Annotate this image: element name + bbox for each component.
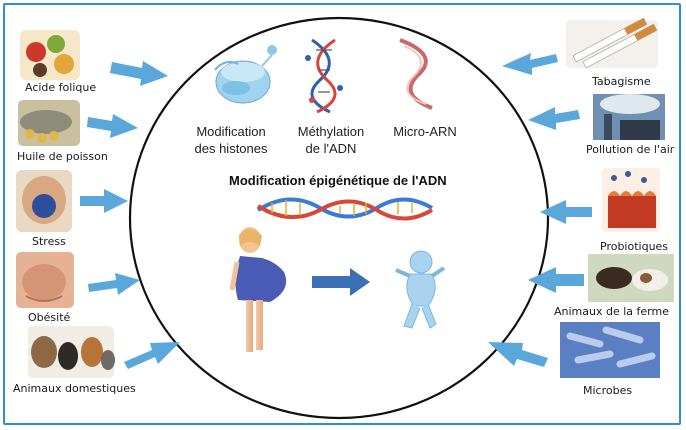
food-icon bbox=[20, 30, 80, 80]
mechanism-histones-line2: des histones bbox=[194, 141, 268, 156]
outer-frame bbox=[3, 3, 681, 425]
factor-obesite: Obésité bbox=[28, 311, 71, 324]
mechanism-histones-line1: Modification bbox=[196, 124, 266, 139]
factor-microbes: Microbes bbox=[583, 384, 633, 397]
dna-methylation-icon bbox=[305, 38, 343, 114]
pregnant-woman-icon bbox=[229, 227, 287, 352]
right-arrows bbox=[488, 53, 592, 367]
arrow-microbes bbox=[488, 342, 548, 367]
factor-animaux-domestiques: Animaux domestiques bbox=[13, 382, 136, 395]
pets-icon bbox=[28, 326, 115, 378]
mechanism-methylation: Méthylation de l'ADN bbox=[288, 123, 374, 157]
factor-acide-folique: Acide folique bbox=[25, 81, 97, 94]
diagram-title: Modification épigénétique de l'ADN bbox=[229, 173, 447, 188]
baby-icon bbox=[395, 250, 446, 329]
factory-smoke-icon bbox=[593, 94, 665, 140]
arrow-pollution bbox=[528, 107, 580, 130]
mechanism-micro-arn-line1: Micro-ARN bbox=[393, 124, 457, 139]
left-arrows bbox=[80, 61, 180, 369]
central-circle bbox=[128, 16, 550, 420]
factor-tabagisme: Tabagisme bbox=[592, 75, 651, 88]
arrow-stress bbox=[80, 189, 128, 213]
mechanism-methylation-line2: de l'ADN bbox=[305, 141, 357, 156]
cows-icon bbox=[588, 254, 674, 302]
arrow-acide-folique bbox=[110, 61, 168, 86]
factor-huile-poisson: Huile de poisson bbox=[17, 150, 108, 163]
histone-icon bbox=[214, 45, 277, 104]
arrow-huile-poisson bbox=[87, 114, 138, 138]
arrow-animaux-ferme bbox=[528, 267, 584, 293]
mechanism-methylation-line1: Méthylation bbox=[297, 124, 365, 139]
mechanism-histones: Modification des histones bbox=[186, 123, 276, 157]
gut-tissue-icon bbox=[602, 168, 660, 232]
factor-probiotiques: Probiotiques bbox=[600, 240, 669, 253]
factor-stress: Stress bbox=[32, 235, 66, 248]
belly-icon bbox=[16, 252, 74, 308]
stress-ball-icon bbox=[16, 170, 72, 232]
arrow-obesite bbox=[88, 273, 140, 295]
mechanism-micro-arn: Micro-ARN bbox=[386, 123, 464, 140]
arrow-tabagisme bbox=[502, 53, 558, 75]
arrow-probiotiques bbox=[540, 200, 592, 224]
bacteria-icon bbox=[560, 322, 660, 378]
micro-rna-icon bbox=[399, 38, 433, 110]
arrow-animaux-domestiques bbox=[124, 342, 180, 369]
cigarettes-icon bbox=[566, 17, 658, 69]
factor-pollution: Pollution de l'air bbox=[586, 143, 675, 156]
factor-animaux-ferme: Animaux de la ferme bbox=[554, 305, 669, 318]
center-arrow-icon bbox=[312, 268, 370, 296]
fish-oil-icon bbox=[18, 100, 80, 146]
dna-helix-icon bbox=[256, 197, 434, 221]
